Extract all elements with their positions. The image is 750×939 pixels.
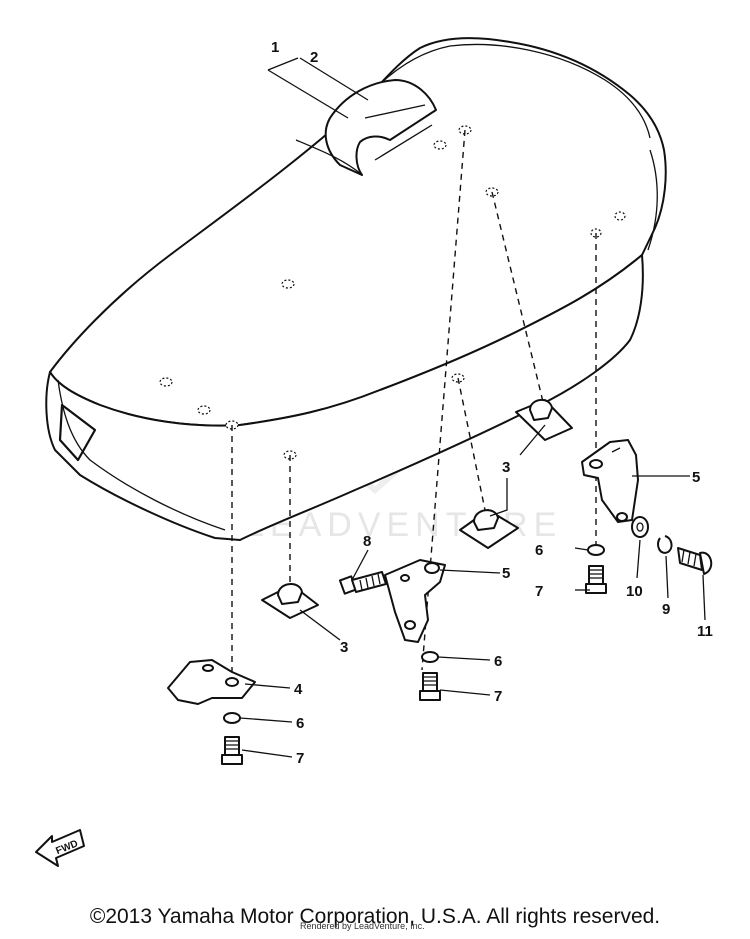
clip-nut-3-lower	[261, 583, 319, 619]
callout-2: 2	[310, 49, 318, 66]
callout-11: 11	[697, 623, 713, 640]
fwd-arrow-icon: FWD	[35, 829, 85, 867]
callout-1: 1	[271, 39, 279, 56]
seat	[45, 37, 667, 541]
copyright-notice: ©2013 Yamaha Motor Corporation, U.S.A. A…	[89, 905, 661, 928]
washer-10	[631, 516, 649, 538]
callout-5-right: 5	[692, 469, 700, 486]
rendered-by-notice: Rendered by LeadVenture, Inc.	[300, 921, 425, 931]
bolt-8	[338, 571, 387, 595]
callout-8: 8	[363, 533, 371, 550]
washer-6-left	[223, 712, 241, 724]
callout-3-middle: 3	[502, 459, 510, 476]
callout-6-center: 6	[494, 653, 502, 670]
bracket-5-right	[581, 439, 639, 523]
callout-3-lower: 3	[340, 639, 348, 656]
callout-6-left: 6	[296, 715, 304, 732]
callout-7-center: 7	[494, 688, 502, 705]
callout-7-left: 7	[296, 750, 304, 767]
callout-4: 4	[294, 681, 303, 698]
bolt-7-right	[585, 565, 607, 594]
callout-6-right: 6	[535, 542, 543, 559]
callout-7-right: 7	[535, 583, 543, 600]
callout-5-center: 5	[502, 565, 510, 582]
bolt-11	[677, 547, 713, 575]
bolt-7-left	[221, 736, 243, 765]
bolt-7-center	[419, 672, 441, 701]
washer-6-right	[587, 544, 605, 556]
washer-6-center	[421, 651, 439, 663]
callout-9: 9	[662, 601, 670, 618]
bracket-4	[167, 659, 256, 705]
callout-10: 10	[626, 583, 643, 600]
bracket-5-center	[384, 559, 446, 643]
callouts: 1 2 3 3 3 4 5 5 6 6 6 7 7 7 8 9 10 11	[271, 39, 713, 767]
leader-lines	[239, 57, 706, 758]
spring-washer-9	[657, 535, 673, 554]
clip-nut-3-upper	[515, 399, 573, 441]
